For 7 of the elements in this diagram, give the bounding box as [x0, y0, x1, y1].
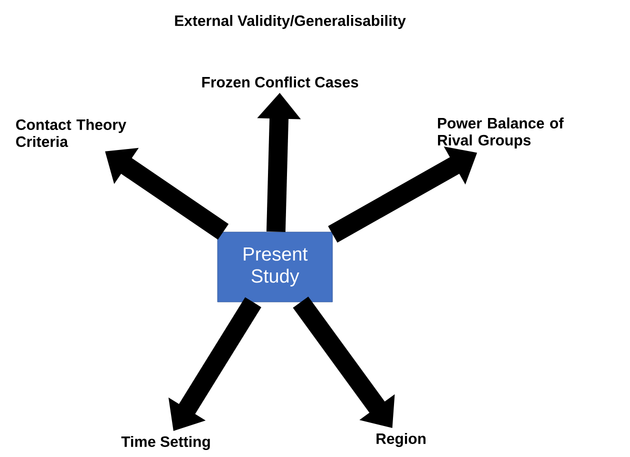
node-label: Contact Theory Criteria: [16, 119, 126, 147]
node-label: Region: [376, 432, 426, 448]
title: External Validity/Generalisability: [175, 15, 406, 29]
study-box: Present Study: [217, 232, 333, 302]
node-label: Frozen Conflict Cases: [202, 76, 358, 88]
node-label: Time Setting: [121, 436, 210, 450]
node-label: Power Balance of Rival Groups: [438, 118, 564, 148]
